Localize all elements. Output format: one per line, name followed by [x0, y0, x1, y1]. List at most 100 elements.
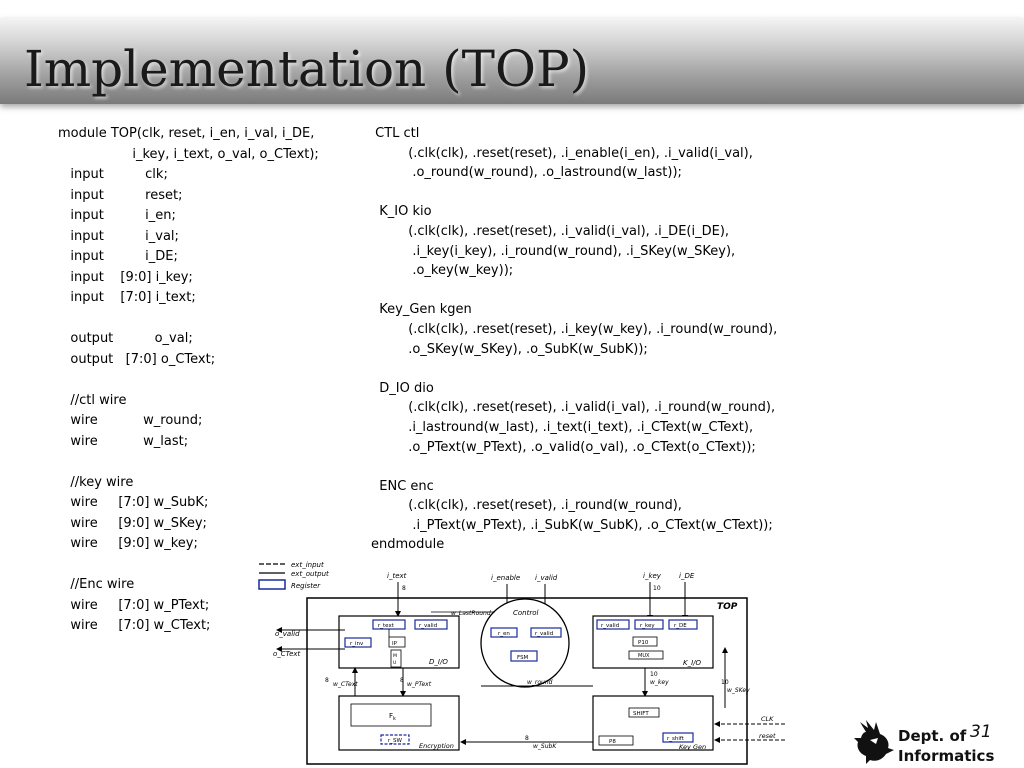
- i-key-label: i_key: [643, 572, 662, 580]
- code-left-line: module TOP(clk, reset, i_en, i_val, i_DE…: [58, 126, 315, 141]
- top-label: TOP: [717, 602, 738, 612]
- kio-r-key-register: [634, 619, 664, 630]
- w-round-label: w_round: [527, 679, 553, 686]
- code-right-line: [371, 281, 777, 301]
- code-right-line: K_IO kio: [371, 204, 432, 220]
- kgen-p8-box: [598, 735, 634, 746]
- w-ctext-label: w_CText: [333, 681, 358, 688]
- dio-mux-label: M: [393, 653, 397, 659]
- kgen-r-shift-label: r_shift: [667, 736, 685, 742]
- i-text-label: i_text: [387, 572, 407, 580]
- top-block-diagram: ext_input ext_output Register TOP i_text…: [258, 561, 785, 765]
- control-label: Control: [513, 609, 539, 617]
- code-left-line: output o_val;: [58, 331, 193, 346]
- code-left-line: input i_DE;: [58, 249, 178, 264]
- kgen-shift-label: SHIFT: [633, 711, 649, 717]
- dio-r-valid-label: r_valid: [419, 623, 437, 629]
- code-left-line: input [9:0] i_key;: [58, 269, 193, 285]
- clk-label: CLK: [761, 715, 774, 723]
- dio-mux-box: [390, 649, 402, 668]
- kio-p10-box: [632, 636, 658, 647]
- dio-r-text-label: r_text: [378, 623, 395, 629]
- code-left-line: input i_val;: [58, 228, 179, 244]
- enc-fk-text: F: [389, 712, 393, 720]
- code-listing-right: CTL ctl (.clk(clk), .reset(reset), .i_en…: [371, 124, 777, 555]
- w-subk-width: 8: [525, 735, 529, 742]
- ctl-r-valid-register: [530, 627, 562, 638]
- w-ptext-width: 8: [400, 677, 404, 684]
- code-left-line: wire w_last;: [58, 433, 189, 449]
- code-right-line: (.clk(clk), .reset(reset), .i_enable(i_e…: [371, 145, 753, 161]
- dio-r-inv-register: [344, 637, 372, 648]
- code-right-line: Key_Gen kgen: [371, 302, 472, 318]
- code-left-line: //key wire: [58, 474, 134, 490]
- code-right-line: .o_key(w_key));: [371, 263, 514, 279]
- code-right-line: .o_PText(w_PText), .o_valid(o_val), .o_C…: [371, 439, 756, 455]
- code-right-line: [371, 359, 777, 379]
- o-ctext-label: o_CText: [273, 650, 301, 658]
- w-lastround-label: w_LastRound: [451, 610, 491, 617]
- kio-r-valid-label: r_valid: [601, 623, 619, 629]
- control-circle: [480, 598, 570, 688]
- title-bar: Implementation (TOP): [0, 18, 1024, 104]
- code-left-line: wire [7:0] w_CText;: [58, 618, 211, 633]
- department-label: Dept. of Informatics: [898, 726, 994, 766]
- kio-r-key-label: r_key: [640, 623, 655, 629]
- i-key-width: 10: [653, 585, 661, 592]
- w-skey-label: w_SKey: [727, 687, 750, 694]
- diagram-legend: ext_input ext_output Register: [258, 561, 329, 590]
- code-left-line: wire [9:0] w_SKey;: [58, 515, 207, 531]
- code-left-line: [58, 452, 319, 473]
- code-left-line: //ctl wire: [58, 392, 127, 408]
- i-enable-label: i_enable: [491, 574, 520, 582]
- dio-r-inv-label: r_inv: [350, 641, 364, 647]
- keygen-label: Key Gen: [679, 743, 706, 751]
- code-right-line: (.clk(clk), .reset(reset), .i_round(w_ro…: [371, 498, 682, 514]
- code-left-line: output [7:0] o_CText;: [58, 351, 216, 367]
- code-left-line: wire [7:0] w_SubK;: [58, 495, 209, 510]
- dio-ip-label: IP: [392, 641, 398, 647]
- i-text-width: 8: [402, 585, 406, 592]
- code-right-line: (.clk(clk), .reset(reset), .i_key(w_key)…: [371, 321, 778, 337]
- ctl-r-en-register: [490, 627, 518, 638]
- kgen-p8-label: P8: [609, 739, 616, 745]
- dio-r-valid-register: [414, 619, 448, 630]
- code-left-line: i_key, i_text, o_val, o_CText);: [58, 146, 319, 162]
- top-module-box: [306, 597, 748, 765]
- code-left-line: wire [9:0] w_key;: [58, 536, 198, 551]
- ctl-r-en-label: r_en: [498, 631, 510, 637]
- code-right-line: CTL ctl: [371, 126, 420, 141]
- code-left-line: input reset;: [58, 187, 183, 203]
- dio-label: D_I/O: [429, 658, 448, 666]
- code-right-line: endmodule: [371, 537, 445, 553]
- kgen-shift-box: [628, 707, 660, 718]
- dragon-logo-eye: [870, 738, 878, 744]
- kio-mux-label: MUX: [638, 653, 650, 659]
- code-left-line: input clk;: [58, 167, 168, 182]
- department-line2: Informatics: [898, 747, 995, 765]
- code-right-line: D_IO dio: [371, 380, 434, 396]
- code-listing-left: module TOP(clk, reset, i_en, i_val, i_DE…: [58, 124, 319, 637]
- enc-sw-label: r_SW: [388, 738, 403, 744]
- code-right-line: (.clk(clk), .reset(reset), .i_valid(i_va…: [371, 223, 730, 239]
- code-left-line: [58, 309, 319, 330]
- i-de-label: i_DE: [679, 572, 695, 580]
- w-key-label: w_key: [650, 679, 669, 686]
- code-right-line: .o_SKey(w_SKey), .o_SubK(w_SubK));: [371, 341, 648, 357]
- code-right-line: (.clk(clk), .reset(reset), .i_valid(i_va…: [371, 400, 776, 416]
- w-ptext-label: w_PText: [407, 681, 432, 688]
- enc-fk-label: Fk: [389, 712, 396, 722]
- enc-sw-register: [380, 734, 410, 745]
- ctl-fsm-label: FSM: [517, 655, 529, 661]
- enc-fk-box: [350, 703, 432, 727]
- w-ctext-width: 8: [325, 677, 329, 684]
- code-right-line: .o_round(w_round), .o_lastround(w_last))…: [371, 165, 682, 181]
- ctl-fsm-register: [510, 650, 538, 662]
- legend-register-box: [258, 579, 286, 590]
- i-valid-label: i_valid: [535, 574, 558, 582]
- reset-label: reset: [759, 732, 776, 740]
- enc-fk-subscript: k: [393, 716, 396, 722]
- code-right-line: [371, 457, 777, 477]
- legend-ext-output-label: ext_output: [291, 570, 329, 578]
- w-subk-label: w_SubK: [533, 743, 557, 750]
